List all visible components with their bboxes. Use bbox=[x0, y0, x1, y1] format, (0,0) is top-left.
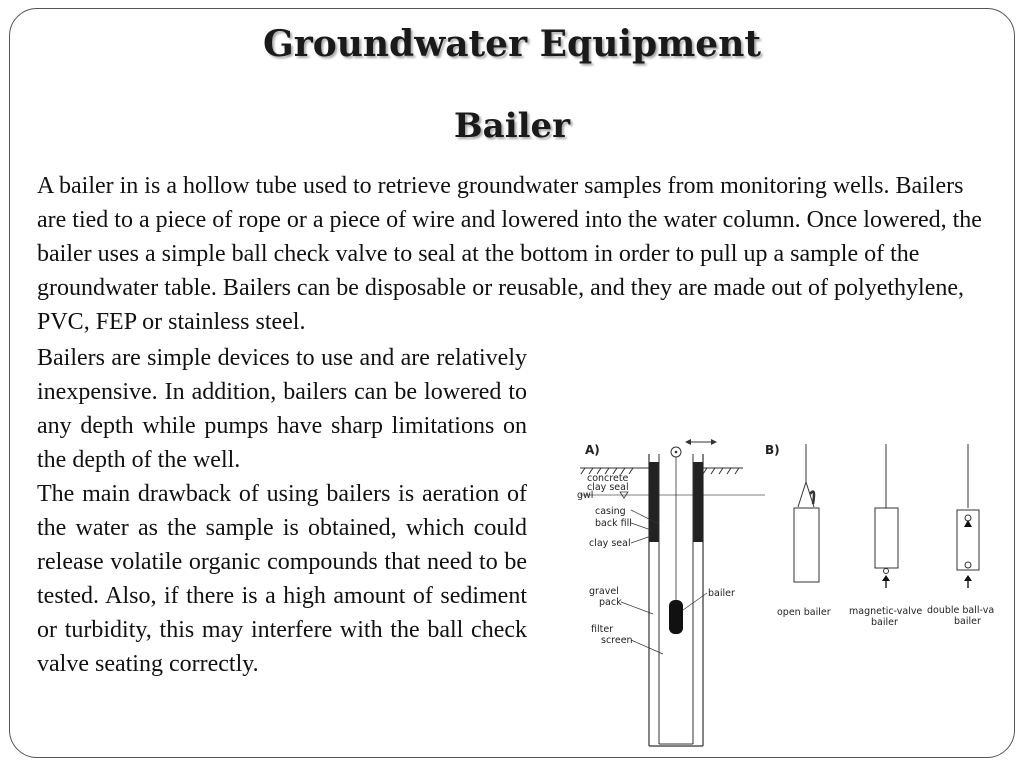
open-bailer bbox=[793, 444, 820, 583]
label-bailer: bailer bbox=[708, 588, 735, 599]
drawback-paragraph: The main drawback of using bailers is ae… bbox=[37, 481, 527, 677]
intro-paragraph: A bailer in is a hollow tube used to ret… bbox=[37, 173, 982, 335]
panel-a-label: A) bbox=[585, 443, 600, 457]
label-gravel: gravel bbox=[589, 586, 619, 597]
label-screen: screen bbox=[601, 635, 633, 646]
label-magnetic-2: bailer bbox=[871, 617, 898, 628]
leader-lines bbox=[620, 509, 708, 655]
label-casing: casing bbox=[595, 506, 626, 517]
magnetic-valve-bailer bbox=[874, 444, 899, 588]
ground-left bbox=[580, 467, 649, 475]
label-gwl: gwl bbox=[577, 490, 593, 501]
bailer-diagram-svg: A) bbox=[577, 439, 995, 747]
label-magnetic-1: magnetic-valve bbox=[849, 606, 922, 617]
bailer-diagram: A) bbox=[565, 432, 995, 750]
slide-subtitle: Bailer bbox=[453, 106, 571, 146]
label-concrete: concrete bbox=[587, 473, 629, 484]
magnetic-arrow-icon bbox=[882, 575, 890, 581]
ground-right bbox=[702, 467, 743, 475]
label-double-2: bailer bbox=[954, 616, 981, 627]
label-back-fill: back fill bbox=[595, 518, 632, 529]
double-ball-valve-bailer bbox=[956, 444, 980, 588]
bailer-in-well bbox=[669, 600, 683, 634]
label-open-bailer: open bailer bbox=[777, 607, 831, 618]
double-arrow-bottom-icon bbox=[964, 575, 972, 581]
label-filter: filter bbox=[591, 624, 613, 635]
label-clay-seal-top: clay seal bbox=[587, 482, 629, 493]
slide-title: Groundwater Equipment bbox=[262, 23, 762, 65]
slide-frame bbox=[9, 8, 1015, 758]
body-text: Bailers are simple devices to use and ar… bbox=[37, 341, 527, 681]
clay-seal-left bbox=[649, 462, 659, 542]
panel-b-label: B) bbox=[765, 443, 780, 457]
label-double-1: double ball-valve bbox=[927, 605, 995, 616]
clay-seal-right bbox=[693, 462, 703, 542]
label-clay-seal: clay seal bbox=[589, 538, 631, 549]
water-level-marker bbox=[619, 491, 629, 499]
label-pack: pack bbox=[599, 597, 622, 608]
advantages-paragraph: Bailers are simple devices to use and ar… bbox=[37, 345, 527, 473]
double-arrow-top-icon bbox=[964, 520, 972, 527]
